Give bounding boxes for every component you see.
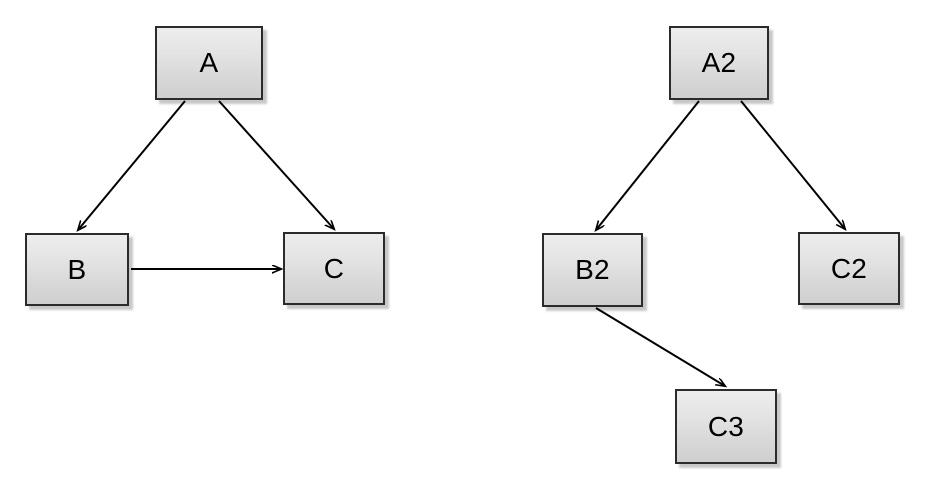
node-label-b2: B2 — [575, 254, 610, 285]
node-a[interactable]: A — [155, 26, 263, 100]
edge-a-to-b — [78, 100, 186, 230]
node-label-a2: A2 — [701, 47, 737, 78]
node-label-a: A — [199, 47, 219, 78]
edge-b2-to-c3 — [595, 307, 725, 386]
node-b2[interactable]: B2 — [542, 233, 643, 307]
edge-a-to-c — [218, 100, 334, 229]
node-b[interactable]: B — [25, 233, 129, 306]
node-c2[interactable]: C2 — [798, 232, 900, 305]
node-a2[interactable]: A2 — [669, 26, 769, 100]
node-c3[interactable]: C3 — [675, 389, 777, 464]
node-label-b: B — [67, 253, 87, 285]
node-label-c3: C3 — [707, 410, 745, 442]
edge-a2-to-b2 — [596, 100, 700, 230]
node-c[interactable]: C — [283, 232, 385, 305]
node-label-c: C — [323, 252, 345, 284]
edge-a2-to-c2 — [740, 100, 845, 229]
node-label-c2: C2 — [830, 252, 868, 284]
